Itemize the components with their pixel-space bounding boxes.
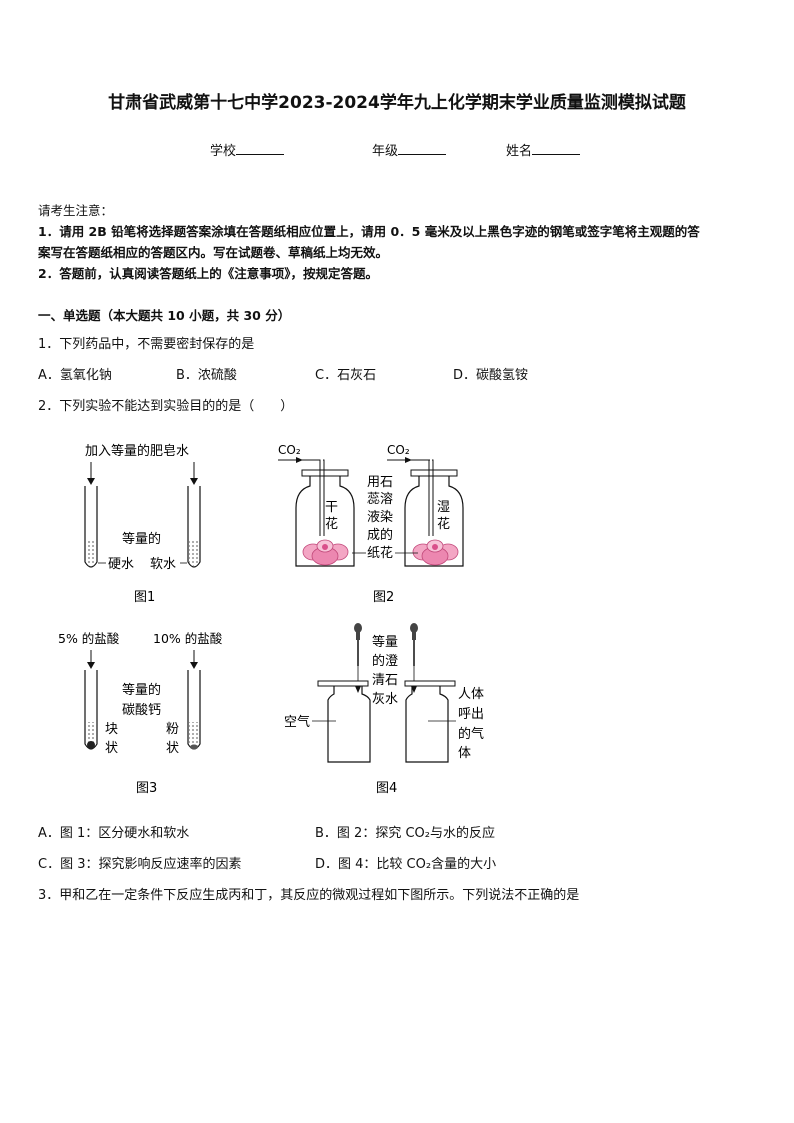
fig4-top-3: 清石 — [372, 673, 398, 688]
fig2-right-tube-a — [427, 459, 430, 536]
grade-blank — [398, 142, 447, 155]
school-label: 学校 — [210, 144, 237, 159]
fig3-liquid-right — [189, 722, 199, 748]
fig4-right-bottle — [405, 686, 449, 763]
figure-1: 加入等量的肥皂水 等量的 硬水 软水 图1 — [84, 443, 201, 605]
fig2-wet-1: 湿 — [437, 500, 450, 515]
fig3-powder-solid — [190, 744, 198, 750]
fig1-arrowhead-left — [87, 478, 95, 485]
fig2-left-tube-b — [323, 459, 325, 536]
fig3-mid-1: 等量的 — [122, 682, 161, 698]
fig3-acid-left: 5% 的盐酸 — [58, 631, 120, 646]
fig2-middle-1: 用石 — [367, 475, 393, 490]
figure-4: 等量 的澄 清石 灰水 空气 人体 呼出 的气 体 图4 — [284, 623, 484, 796]
fig4-caption: 图4 — [376, 781, 397, 796]
fig3-right-2: 状 — [166, 741, 179, 756]
q1-option-d: D．碳酸氢铵 — [453, 368, 529, 383]
name-blank — [532, 142, 581, 155]
question-1-stem: 1．下列药品中，不需要密封保存的是 — [38, 337, 255, 352]
fig2-left-lid — [301, 469, 349, 477]
fig2-wet-2: 花 — [437, 516, 450, 532]
fig1-hard-water-label: 硬水 — [108, 557, 134, 572]
fig2-middle-3: 液染 — [367, 510, 393, 525]
notice-line-2: 案写在答题纸相应的答题区内。写在试题卷、草稿纸上均无效。 — [38, 245, 389, 260]
fig2-dry-1: 干 — [325, 500, 338, 515]
fig3-arrowhead-left — [87, 662, 95, 669]
fig2-co2-right: CO₂ — [387, 443, 410, 457]
section-heading: 一、单选题（本大题共 10 小题，共 30 分） — [38, 308, 291, 323]
fig2-left-tube-a — [318, 459, 321, 536]
fig1-test-tube-left — [84, 486, 98, 568]
fig2-right-lid — [410, 469, 458, 477]
fig2-right-jar — [404, 476, 464, 567]
fig3-right-1: 粉 — [166, 722, 179, 737]
fig2-arrowhead-left — [296, 457, 303, 463]
fig2-left-jar — [295, 476, 355, 567]
q2-option-c: C．图 3：探究影响反应速率的因素 — [38, 857, 242, 872]
fig2-middle-2: 蕊溶 — [367, 492, 393, 507]
fig1-caption: 图1 — [134, 590, 155, 605]
fig3-left-1: 块 — [105, 722, 118, 737]
fig3-caption: 图3 — [136, 781, 157, 796]
q1-option-c: C．石灰石 — [315, 368, 377, 383]
fig1-arrowhead-right — [190, 478, 198, 485]
fig3-acid-right: 10% 的盐酸 — [153, 631, 223, 646]
fig1-top-label: 加入等量的肥皂水 — [85, 443, 189, 459]
fig2-dry-2: 花 — [325, 516, 338, 532]
name-field: 姓名 — [506, 140, 581, 159]
fig2-left-flower — [302, 539, 349, 566]
page-title: 甘肃省武威第十七中学2023-2024学年九上化学期末学业质量监测模拟试题 — [108, 93, 686, 113]
figure-3: 5% 的盐酸 10% 的盐酸 等量的 碳酸钙 块 状 粉 状 图3 — [58, 631, 223, 796]
fig2-right-flower — [412, 539, 459, 566]
fig2-arrowhead-right — [405, 457, 412, 463]
fig3-lump-solid — [87, 741, 95, 749]
fig1-soft-water-label: 软水 — [150, 557, 176, 572]
fig3-mid-2: 碳酸钙 — [122, 703, 161, 718]
fig4-top-2: 的澄 — [372, 653, 398, 669]
school-field: 学校 — [210, 140, 285, 159]
grade-label: 年级 — [372, 144, 399, 159]
notice-line-3: 2．答题前，认真阅读答题纸上的《注意事项》，按规定答题。 — [38, 266, 378, 281]
fig2-right-tube-b — [432, 459, 434, 536]
question-3-stem: 3．甲和乙在一定条件下反应生成丙和丁，其反应的微观过程如下图所示。下列说法不正确… — [38, 888, 580, 903]
fig4-left-label: 空气 — [284, 714, 310, 730]
q1-option-b: B．浓硫酸 — [176, 368, 237, 383]
fig4-top-1: 等量 — [372, 634, 398, 650]
fig1-mid-label: 等量的 — [122, 531, 161, 547]
fig1-test-tube-right — [187, 486, 201, 568]
fig2-caption: 图2 — [373, 590, 394, 605]
question-2-stem: 2．下列实验不能达到实验目的的是（ ） — [38, 399, 294, 414]
notice-line-1: 1．请用 2B 铅笔将选择题答案涂填在答题纸相应位置上，请用 0．5 毫米及以上… — [38, 224, 700, 239]
fig4-right-1: 人体 — [458, 687, 484, 702]
q2-option-b: B．图 2：探究 CO₂与水的反应 — [315, 826, 495, 841]
q1-option-a: A．氢氧化钠 — [38, 368, 112, 383]
figure-2: CO₂ CO₂ 干 花 湿 花 — [278, 443, 464, 605]
fig4-right-2: 呼出 — [458, 707, 484, 722]
q2-option-d: D．图 4：比较 CO₂含量的大小 — [315, 857, 497, 872]
fig2-middle-4: 成的 — [367, 527, 393, 543]
experiment-figures: 加入等量的肥皂水 等量的 硬水 软水 图1 CO₂ CO₂ 干 花 — [58, 443, 484, 796]
fig4-right-3: 的气 — [458, 726, 484, 742]
fig1-liquid-left — [86, 540, 96, 566]
fig3-liquid-left — [86, 722, 96, 748]
fig3-left-2: 状 — [105, 741, 118, 756]
fig2-middle-5: 纸花 — [367, 545, 393, 561]
notice-heading: 请考生注意： — [38, 203, 114, 218]
fig4-top-4: 灰水 — [372, 692, 398, 707]
q2-option-a: A．图 1：区分硬水和软水 — [38, 826, 190, 841]
grade-field: 年级 — [372, 140, 447, 159]
fig4-dropper-right — [410, 623, 418, 693]
fig4-left-bottle — [327, 686, 371, 763]
name-label: 姓名 — [506, 144, 533, 159]
fig4-left-plate — [317, 680, 369, 687]
fig1-liquid-right — [189, 540, 199, 566]
school-blank — [236, 142, 285, 155]
fig4-right-plate — [404, 680, 456, 687]
fig3-arrowhead-right — [190, 662, 198, 669]
fig2-co2-left: CO₂ — [278, 443, 301, 457]
fig4-right-4: 体 — [458, 746, 471, 761]
